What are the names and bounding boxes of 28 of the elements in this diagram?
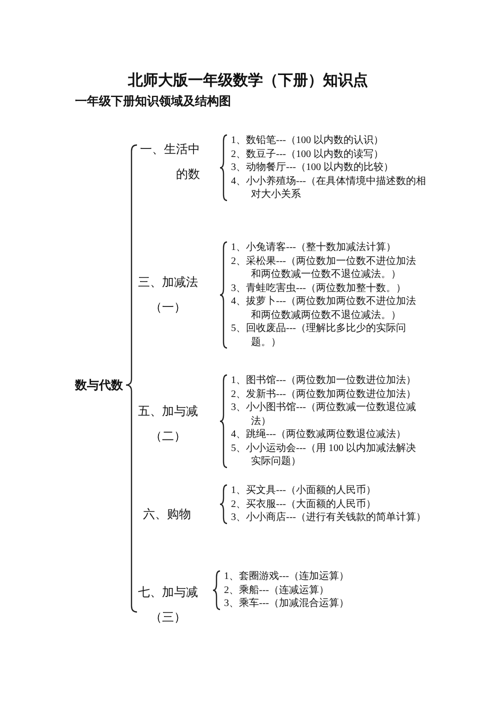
- lesson-item: 3、动物餐厅---（100 以内数的比较）: [231, 161, 394, 174]
- lesson-item: 2、采松果---（两位数加一位数不进位加法和两位数减一位数不退位减法。）: [231, 254, 417, 282]
- lesson-item: 2、买衣服---（大面额的人民币）: [231, 498, 377, 511]
- lesson-item: 2、乘船---（连减运算）: [224, 584, 330, 597]
- lesson-item: 1、数铅笔---（100 以内数的认识）: [231, 134, 384, 148]
- lesson-item: 1、套圈游戏---（连加运算）: [224, 570, 350, 584]
- unit-label: 六、购物: [143, 506, 192, 523]
- lesson-item: 3、青蛙吃害虫---（两位数加整十数。）: [231, 282, 407, 295]
- lesson-item: 1、买文具---（小面额的人民币）: [231, 484, 377, 498]
- lesson-item: 3、小小图书馆---（两位数减一位数退位减法）: [231, 401, 417, 428]
- lesson-item: 3、小小商店---（进行有关钱款的简单计算）: [231, 511, 427, 524]
- lesson-item: 2、数豆子---（100 以内数的读写）: [231, 148, 384, 161]
- unit-label: 七、加与减（三）: [137, 584, 199, 626]
- topic-label: 数与代数: [75, 377, 123, 393]
- lesson-item: 1、图书馆---（两位数加一位数进位加法）: [231, 374, 417, 388]
- lesson-item: 1、小兔请客---（整十数加减法计算）: [231, 241, 397, 254]
- subtitle: 一年级下册知识领域及结构图: [75, 93, 231, 109]
- unit-label: 三、加减法（一）: [137, 274, 199, 316]
- lesson-item: 4、跳绳---（两位数减两位数退位减法）: [231, 428, 407, 442]
- lesson-item: 2、发新书---（两位数加两位数进位加法）: [231, 388, 417, 401]
- lesson-item: 5、小小运动会---（用 100 以内加减法解决实际问题）: [231, 442, 417, 468]
- lesson-item: 3、乘车---（加减混合运算）: [224, 597, 350, 610]
- unit-label: 五、加与减（二）: [137, 403, 199, 445]
- page-title: 北师大版一年级数学（下册）知识点: [128, 70, 368, 90]
- unit-label: 一、生活中的数: [139, 141, 200, 183]
- lesson-item: 5、回收废品---（理解比多比少的实际问题。）: [231, 322, 407, 349]
- lesson-item: 4、小小养殖场---（在具体情境中描述数的相对大小关系: [231, 174, 427, 202]
- lesson-item: 4、拔萝卜---（两位数加两位数不进位加法和两位数减两位数不退位减法。）: [231, 295, 417, 322]
